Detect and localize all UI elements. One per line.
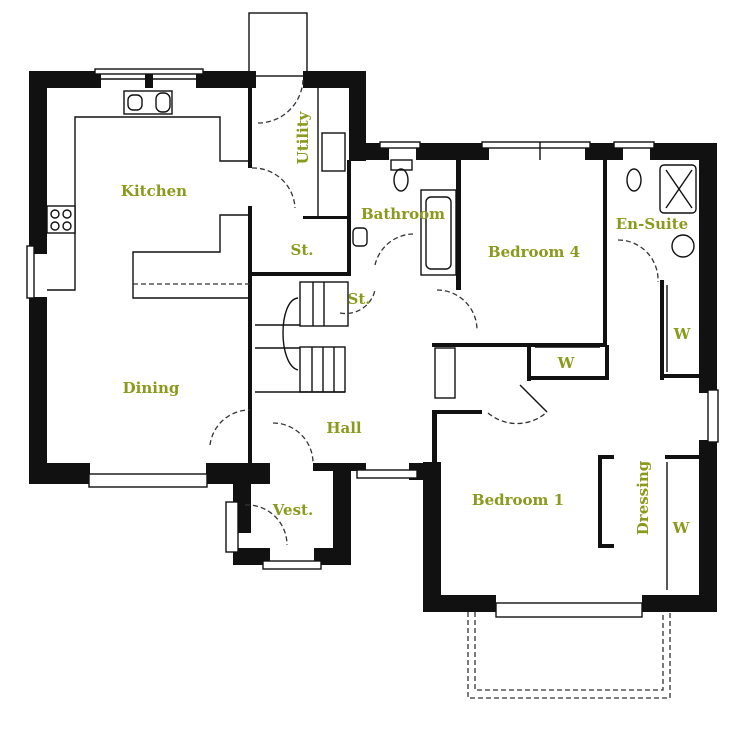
shower-icon — [659, 164, 697, 214]
interior-walls — [248, 88, 705, 548]
room-label-bedroom-4: Bedroom 4 — [488, 243, 580, 261]
room-label-w-3: W — [672, 519, 691, 537]
doors — [209, 79, 659, 546]
room-label-en-suite: En-Suite — [616, 215, 688, 233]
staircase — [255, 281, 456, 399]
kitchen-units — [46, 88, 346, 299]
basin-icon — [352, 227, 368, 247]
wardrobe-doors — [535, 285, 668, 590]
room-label-bathroom: Bathroom — [361, 205, 445, 223]
room-label-vest: Vest. — [272, 501, 313, 519]
room-label-hall: Hall — [326, 419, 362, 437]
utility-sink-icon — [321, 132, 346, 172]
room-label-kitchen: Kitchen — [121, 182, 187, 200]
utility-porch — [248, 12, 308, 77]
exterior-walls — [29, 71, 717, 612]
ensuite-toilet-icon — [626, 168, 642, 192]
room-label-dressing: Dressing — [634, 460, 652, 535]
kitchen-sink-icon — [123, 90, 173, 115]
hob-icon — [46, 205, 76, 234]
room-label-st-1: St. — [291, 241, 314, 259]
stair-direction-arrow — [282, 297, 299, 371]
bathroom-fixtures — [352, 159, 697, 276]
room-label-w-2: W — [673, 325, 692, 343]
toilet-icon — [393, 168, 409, 192]
room-label-bedroom-1: Bedroom 1 — [472, 491, 564, 509]
balcony-outline — [467, 612, 671, 699]
windows — [26, 68, 719, 618]
room-label-dining: Dining — [123, 379, 180, 397]
room-label-w-1: W — [557, 354, 576, 372]
ensuite-basin-icon — [671, 234, 695, 258]
room-label-utility: Utility — [294, 110, 312, 164]
bath-icon — [420, 189, 457, 276]
room-label-st-2: St. — [348, 290, 371, 308]
